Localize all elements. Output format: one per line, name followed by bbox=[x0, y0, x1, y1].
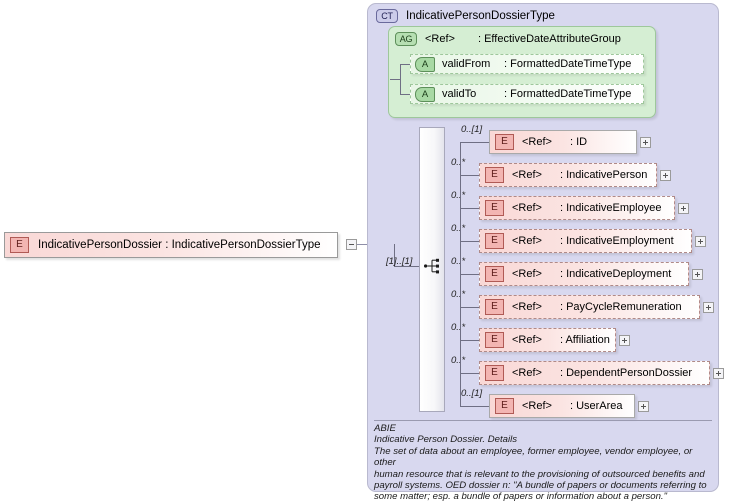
documentation-separator bbox=[374, 420, 712, 421]
attribute-type: : FormattedDateTimeType bbox=[504, 58, 632, 70]
element-branch-line bbox=[460, 340, 479, 341]
element-trunk-line bbox=[460, 142, 461, 406]
element-cardinality-label: 0..* bbox=[451, 355, 466, 366]
attribute-group-name: : EffectiveDateAttributeGroup bbox=[477, 33, 621, 45]
element-row[interactable]: E <Ref> : IndicativeEmployee bbox=[479, 196, 675, 220]
element-cardinality-label: 0..* bbox=[451, 256, 466, 267]
element-type-label: : IndicativeDeployment bbox=[559, 268, 672, 280]
plus-expander-icon[interactable] bbox=[695, 236, 706, 247]
root-element-label: IndicativePersonDossier : IndicativePers… bbox=[38, 239, 321, 251]
plus-expander-icon[interactable] bbox=[660, 170, 671, 181]
element-type-label: : Affiliation bbox=[559, 334, 610, 346]
element-ref-label: <Ref> bbox=[522, 400, 552, 412]
attribute-group-ref: <Ref> bbox=[425, 33, 455, 45]
element-cardinality-label: 0..* bbox=[451, 157, 466, 168]
element-cardinality-label: 0..[1] bbox=[461, 388, 483, 399]
element-branch-line bbox=[460, 373, 479, 374]
attribute-bracket-branch-2 bbox=[400, 94, 410, 95]
plus-expander-icon[interactable] bbox=[713, 368, 724, 379]
attribute-badge-icon: A bbox=[415, 56, 435, 72]
plus-expander-icon[interactable] bbox=[692, 269, 703, 280]
attribute-row[interactable]: A validFrom : FormattedDateTimeType bbox=[410, 54, 644, 74]
element-badge-icon: E bbox=[485, 365, 504, 381]
element-branch-line bbox=[460, 208, 479, 209]
minus-expander-icon[interactable] bbox=[346, 239, 357, 250]
element-cardinality-label: 0..[1] bbox=[461, 124, 483, 135]
element-ref-label: <Ref> bbox=[512, 367, 542, 379]
attribute-bracket-vertical bbox=[400, 64, 401, 94]
attribute-group-header[interactable]: AG <Ref> : EffectiveDateAttributeGroup bbox=[395, 32, 621, 46]
attribute-badge-icon: A bbox=[415, 86, 435, 102]
attribute-row[interactable]: A validTo : FormattedDateTimeType bbox=[410, 84, 644, 104]
element-type-label: : ID bbox=[569, 136, 588, 148]
element-row[interactable]: E <Ref> : PayCycleRemuneration bbox=[479, 295, 700, 319]
element-cardinality-label: 0..* bbox=[451, 289, 466, 300]
element-type-label: : IndicativeEmployment bbox=[559, 235, 674, 247]
plus-expander-icon[interactable] bbox=[678, 203, 689, 214]
element-badge-icon: E bbox=[485, 167, 504, 183]
element-row[interactable]: E <Ref> : UserArea bbox=[489, 394, 635, 418]
element-row[interactable]: E <Ref> : ID bbox=[489, 130, 637, 154]
complextype-header: CT IndicativePersonDossierType bbox=[376, 9, 555, 23]
element-type-label: : UserArea bbox=[569, 400, 623, 412]
element-ref-label: <Ref> bbox=[512, 202, 542, 214]
element-row[interactable]: E <Ref> : Affiliation bbox=[479, 328, 616, 352]
element-ref-label: <Ref> bbox=[512, 301, 542, 313]
root-element-box[interactable]: E IndicativePersonDossier : IndicativePe… bbox=[4, 232, 338, 258]
documentation-text: ABIE Indicative Person Dossier. Details … bbox=[374, 423, 707, 503]
element-ref-label: <Ref> bbox=[512, 334, 542, 346]
element-branch-line bbox=[460, 241, 479, 242]
element-branch-line bbox=[460, 307, 479, 308]
element-branch-line bbox=[460, 406, 489, 407]
element-cardinality-label: 0..* bbox=[451, 190, 466, 201]
element-badge-icon: E bbox=[485, 299, 504, 315]
sequence-compositor-icon bbox=[424, 258, 439, 274]
plus-expander-icon[interactable] bbox=[703, 302, 714, 313]
attribute-name: validTo bbox=[442, 88, 477, 100]
plus-expander-icon[interactable] bbox=[619, 335, 630, 346]
sequence-connector-horizontal bbox=[394, 266, 419, 267]
element-row[interactable]: E <Ref> : IndicativePerson bbox=[479, 163, 657, 187]
element-row[interactable]: E <Ref> : IndicativeDeployment bbox=[479, 262, 689, 286]
element-branch-line bbox=[460, 142, 489, 143]
plus-expander-icon[interactable] bbox=[640, 137, 651, 148]
complextype-badge-icon: CT bbox=[376, 9, 398, 23]
element-branch-line bbox=[460, 175, 479, 176]
element-ref-label: <Ref> bbox=[512, 235, 542, 247]
element-badge-icon: E bbox=[485, 266, 504, 282]
element-badge-icon: E bbox=[485, 233, 504, 249]
complextype-title: IndicativePersonDossierType bbox=[406, 10, 555, 22]
element-branch-line bbox=[460, 274, 479, 275]
attribute-name: validFrom bbox=[442, 58, 491, 70]
attribute-type: : FormattedDateTimeType bbox=[504, 88, 632, 100]
element-badge-icon: E bbox=[495, 398, 514, 414]
element-row[interactable]: E <Ref> : DependentPersonDossier bbox=[479, 361, 710, 385]
element-badge-icon: E bbox=[485, 200, 504, 216]
sequence-connector-vertical bbox=[394, 244, 395, 266]
attribute-group-badge-icon: AG bbox=[395, 32, 417, 46]
sequence-cardinality-label: [1]..[1] bbox=[386, 256, 413, 267]
element-badge-icon: E bbox=[10, 237, 29, 253]
element-type-label: : PayCycleRemuneration bbox=[559, 301, 682, 313]
element-cardinality-label: 0..* bbox=[451, 322, 466, 333]
attribute-bracket-branch-1 bbox=[400, 64, 410, 65]
element-badge-icon: E bbox=[485, 332, 504, 348]
element-cardinality-label: 0..* bbox=[451, 223, 466, 234]
element-badge-icon: E bbox=[495, 134, 514, 150]
element-row[interactable]: E <Ref> : IndicativeEmployment bbox=[479, 229, 692, 253]
element-type-label: : IndicativeEmployee bbox=[559, 202, 662, 214]
attribute-bracket-stem bbox=[390, 79, 400, 80]
element-ref-label: <Ref> bbox=[522, 136, 552, 148]
plus-expander-icon[interactable] bbox=[638, 401, 649, 412]
element-type-label: : DependentPersonDossier bbox=[559, 367, 693, 379]
element-ref-label: <Ref> bbox=[512, 268, 542, 280]
element-type-label: : IndicativePerson bbox=[559, 169, 648, 181]
element-ref-label: <Ref> bbox=[512, 169, 542, 181]
